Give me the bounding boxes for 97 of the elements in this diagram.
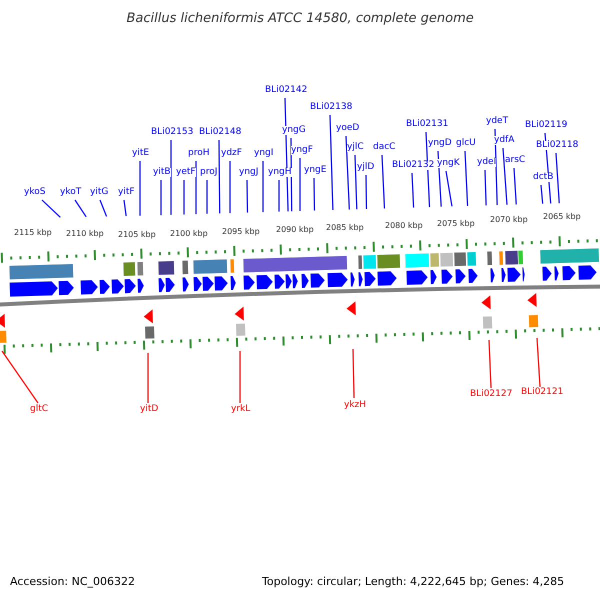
gene-label: ydzF (221, 149, 242, 158)
gene-label: yngK (437, 159, 460, 168)
scale-label: 2085 kbp (326, 224, 364, 232)
gene-label: yngI (254, 149, 274, 158)
leader-line (513, 168, 517, 204)
leader-line (540, 184, 544, 204)
leader-line (246, 180, 248, 213)
gene-label: glcU (456, 139, 476, 148)
leader-line (160, 180, 162, 216)
scale-label: 2110 kbp (66, 230, 104, 238)
gene-label: yitE (132, 149, 150, 158)
gene-label: gltC (30, 405, 48, 414)
leader-line (2, 350, 38, 404)
gene-label: BLi02121 (521, 388, 564, 397)
gene-label: yjlD (357, 163, 374, 172)
gene-label: yoeD (336, 124, 360, 133)
map-title: Bacillus licheniformis ATCC 14580, complete genome (126, 12, 474, 25)
leader-line (555, 152, 560, 204)
gene-label: yitB (153, 168, 171, 177)
leader-line (411, 172, 414, 208)
leader-line (206, 180, 208, 214)
gene-label: yjlC (347, 143, 364, 152)
leader-line (425, 132, 430, 208)
leader-line (229, 161, 231, 214)
scale-label: 2100 kbp (170, 230, 208, 238)
leader-line (278, 180, 280, 212)
leader-line (139, 161, 141, 216)
leader-line (147, 353, 149, 403)
gene-label: BLi02118 (536, 141, 578, 150)
gene-label: dctB (533, 173, 554, 182)
leader-line (484, 170, 487, 206)
gene-label: yngJ (239, 168, 258, 177)
gene-label: yitG (90, 188, 108, 197)
gene-label: ydeI (477, 158, 496, 167)
genome-info-text: Topology: circular; Length: 4,222,645 bp; Genes: 4,285 (262, 576, 564, 587)
gene-label: BLi02119 (525, 121, 568, 130)
leader-line (313, 178, 316, 211)
leader-line (536, 338, 541, 388)
gene-label: ydfA (494, 136, 514, 145)
leader-line (42, 200, 61, 218)
gene-label: proH (188, 149, 210, 158)
gene-label: dacC (373, 143, 396, 152)
leader-line (170, 140, 172, 215)
leader-line (445, 170, 453, 206)
accession-text: Accession: NC_006322 (10, 576, 136, 587)
leader-line (290, 138, 292, 212)
leader-line (195, 161, 197, 214)
leader-line (99, 200, 108, 217)
gene-label: yngH (268, 168, 292, 177)
leader-line (183, 180, 185, 214)
leader-line (365, 175, 368, 209)
gene-label: BLi02127 (470, 390, 512, 399)
gene-label: ykoT (60, 188, 82, 197)
gene-label: yngD (428, 139, 452, 148)
leader-line (74, 200, 87, 218)
gene-label: yitD (140, 405, 158, 414)
scale-label: 2095 kbp (222, 228, 260, 236)
gene-label: arsC (505, 156, 526, 165)
gene-label: ykoS (24, 188, 46, 197)
gene-label: yngF (291, 146, 313, 155)
gene-label: yngE (304, 166, 326, 175)
scale-label: 2105 kbp (118, 231, 156, 239)
gene-label: BLi02132 (392, 161, 434, 170)
gene-label: proJ (200, 168, 218, 177)
leader-line (502, 148, 508, 205)
leader-line (345, 136, 350, 210)
leader-line (488, 340, 492, 388)
scale-label: 2065 kbp (543, 213, 581, 221)
gene-label: yrkL (231, 405, 250, 414)
gene-label: yetF (176, 168, 196, 177)
gene-label: BLi02148 (199, 128, 242, 137)
gene-label: yngG (282, 126, 306, 135)
leader-line (299, 158, 301, 211)
leader-line (352, 348, 355, 398)
leader-line (218, 140, 220, 214)
leader-line (239, 351, 241, 403)
leader-line (262, 161, 264, 212)
leader-line (329, 114, 334, 210)
scale-label: 2075 kbp (437, 220, 475, 228)
gene-label: BLi02142 (265, 86, 308, 95)
scale-label: 2070 kbp (490, 216, 528, 224)
gene-label: yitF (118, 188, 135, 197)
scale-label: 2080 kbp (385, 222, 423, 230)
leader-line (464, 150, 468, 206)
leader-line (381, 154, 386, 208)
gene-label: BLi02138 (310, 103, 352, 112)
leader-line (354, 154, 358, 210)
gene-label: ykzH (344, 401, 366, 410)
leader-line (494, 128, 498, 206)
gene-label: BLi02131 (406, 120, 448, 129)
leader-line (284, 98, 289, 212)
scale-label: 2115 kbp (14, 229, 52, 237)
leader-line (437, 150, 442, 207)
scale-label: 2090 kbp (276, 226, 314, 234)
leader-line (123, 200, 127, 216)
gene-label: ydeT (486, 117, 508, 126)
gene-label: BLi02153 (151, 128, 194, 137)
